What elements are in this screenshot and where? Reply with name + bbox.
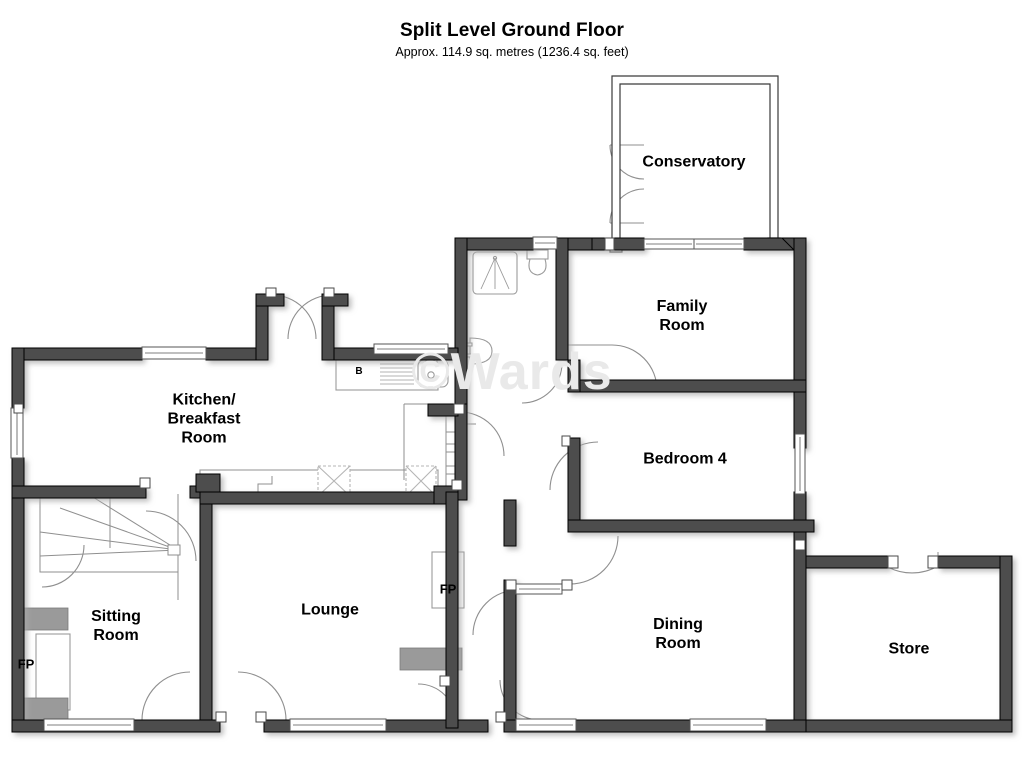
window-bottom-sitting (43, 718, 135, 732)
wall-left-b (11, 457, 25, 733)
wall-store-bottom (793, 719, 1013, 733)
hearths (15, 607, 463, 723)
window-kitchen-sink (373, 343, 449, 355)
kitchen-sink (417, 355, 449, 388)
door-swing-bedroom4 (549, 441, 599, 491)
window-bedroom4-right (794, 433, 806, 495)
wall-family-left-stub (567, 359, 581, 393)
fixtures (35, 249, 549, 711)
window-bottom-lounge (289, 718, 387, 732)
door-swing-bathroom (521, 362, 563, 404)
windows (10, 236, 806, 732)
window-family-top (643, 238, 745, 250)
wall-bathroom-left (454, 237, 468, 417)
wall-hall-right-upper (503, 499, 517, 547)
fireplace-sitting-box (35, 633, 71, 711)
window-dining-hall (515, 583, 563, 595)
window-bathroom-top (532, 236, 558, 250)
wall-family-bedroom-divider (567, 379, 807, 393)
kitchen-drainer (380, 363, 414, 385)
wall-store-right (999, 555, 1013, 733)
wall-store-top-left (805, 555, 889, 569)
conservatory-structure (609, 75, 781, 253)
wall-bathroom-right (555, 237, 569, 361)
wall-bedroom4-left (567, 437, 581, 521)
door-jambs (13, 237, 939, 723)
wall-lounge-right (445, 491, 459, 729)
window-left-kitchen (10, 407, 24, 459)
washbasin-fixture (465, 337, 493, 365)
wall-sitting-lounge-divider (199, 491, 213, 721)
door-swing-dining-upper (569, 535, 619, 585)
wall-lounge-top (199, 491, 445, 505)
door-swing-hall-upper (459, 411, 505, 457)
window-kitchen-top (141, 346, 207, 360)
wall-kitchen-top-a (11, 347, 143, 361)
shower-fixture (472, 251, 518, 295)
wall-hall-right-lower (503, 579, 517, 729)
walls (11, 237, 1013, 733)
wall-dining-store-divider (793, 539, 807, 733)
window-bottom-dining-a (515, 718, 577, 732)
appliance-hatch-2 (405, 465, 437, 497)
window-bottom-dining-b (689, 718, 767, 732)
door-swing-lounge-bottom (237, 671, 287, 721)
wall-sitting-top (11, 485, 147, 499)
wc-fixture (526, 249, 549, 276)
wall-bedroom4-dining-divider (567, 519, 815, 533)
staircase (39, 476, 273, 600)
wall-left-a (11, 347, 25, 409)
door-swing-sitting-lounge (141, 671, 191, 721)
wall-family-top-a (609, 237, 645, 251)
wall-hall-stub-left (195, 473, 221, 493)
wall-right-upper (793, 237, 807, 449)
door-swing-understair (41, 544, 85, 588)
door-swing-sitting-right (145, 510, 197, 562)
